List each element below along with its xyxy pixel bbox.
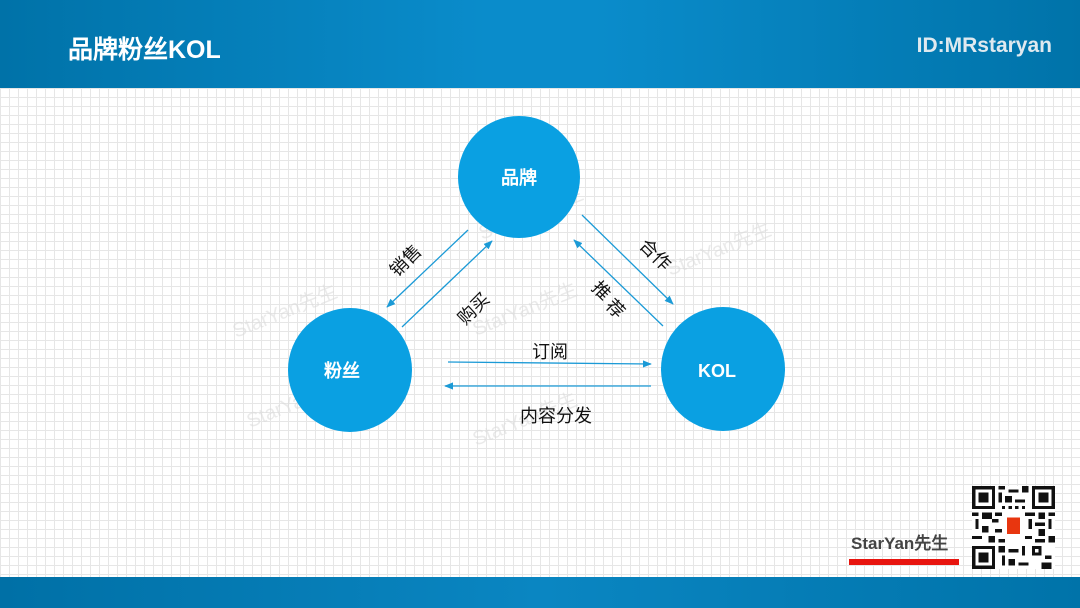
arrow-brand-to-kol [581, 214, 674, 305]
node-brand: 品牌 [458, 116, 580, 238]
node-fans: 粉丝 [288, 308, 412, 432]
arrow-kol-to-brand [573, 239, 664, 327]
arrow-brand-to-fans [386, 229, 469, 308]
arrow-fans-to-kol [447, 360, 652, 368]
edge-label-distribute: 内容分发 [520, 406, 592, 427]
node-label: KOL [698, 361, 736, 381]
brand-underline [849, 559, 959, 565]
node-label: 粉丝 [324, 360, 360, 382]
watermark-text: StarYan先生 [663, 218, 774, 281]
footer-brand-name: StarYan先生 [851, 534, 949, 553]
header-bar: 品牌粉丝KOL ID:MRstaryan [0, 0, 1080, 88]
page-title: 品牌粉丝KOL [68, 36, 221, 64]
qr-code-icon [972, 486, 1055, 569]
footer-bar [0, 577, 1080, 608]
edge-label-subscribe: 订阅 [532, 342, 568, 363]
node-label: 品牌 [501, 167, 537, 189]
arrow-fans-to-brand [401, 240, 493, 328]
author-id: ID:MRstaryan [916, 34, 1052, 57]
node-kol: KOL [661, 307, 785, 431]
